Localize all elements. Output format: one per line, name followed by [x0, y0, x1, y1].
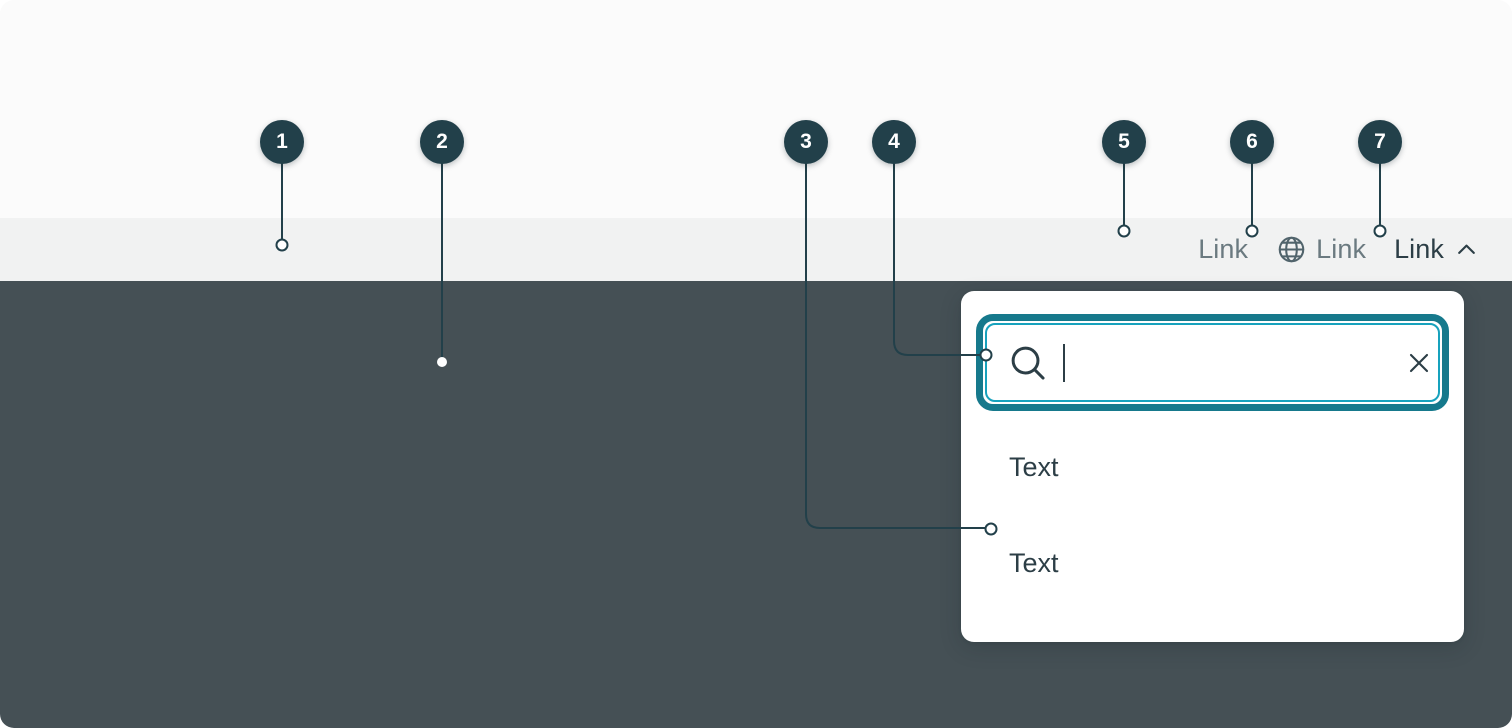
annotation-badge-5[interactable]: 5 [1102, 120, 1146, 164]
search-field-focus-ring [976, 314, 1449, 411]
text-cursor [1063, 343, 1065, 382]
search-field[interactable] [985, 323, 1440, 402]
list-item[interactable]: Text [961, 419, 1464, 515]
search-input[interactable] [1067, 347, 1402, 378]
annotation-badge-7[interactable]: 7 [1358, 120, 1402, 164]
chevron-up-icon[interactable] [1453, 236, 1480, 263]
list-item[interactable]: Text [961, 515, 1464, 611]
nav-item-label: Link [1198, 234, 1249, 264]
close-icon[interactable] [1402, 346, 1436, 380]
navigation-bar [0, 218, 1512, 281]
annotation-badge-6[interactable]: 6 [1230, 120, 1274, 164]
dropdown-panel: Text Text [961, 291, 1464, 642]
annotation-badge-3[interactable]: 3 [784, 120, 828, 164]
list-item-label: Text [1009, 451, 1059, 482]
nav-item-link-1[interactable]: Link [1184, 218, 1262, 281]
nav-item-link-2[interactable]: Link [1262, 218, 1380, 281]
annotation-badge-1[interactable]: 1 [260, 120, 304, 164]
annotation-badge-4[interactable]: 4 [872, 120, 916, 164]
search-icon [1007, 342, 1049, 384]
nav-item-link-3[interactable]: Link [1380, 218, 1494, 281]
globe-icon [1276, 234, 1307, 265]
nav-item-label: Link [1394, 234, 1444, 264]
dropdown-list: Text Text [961, 419, 1464, 611]
nav-item-label: Link [1316, 234, 1367, 264]
list-item-label: Text [1009, 547, 1059, 578]
annotation-badge-2[interactable]: 2 [420, 120, 464, 164]
top-white-area [0, 0, 1512, 218]
nav-links: Link Link Link [1184, 218, 1512, 281]
